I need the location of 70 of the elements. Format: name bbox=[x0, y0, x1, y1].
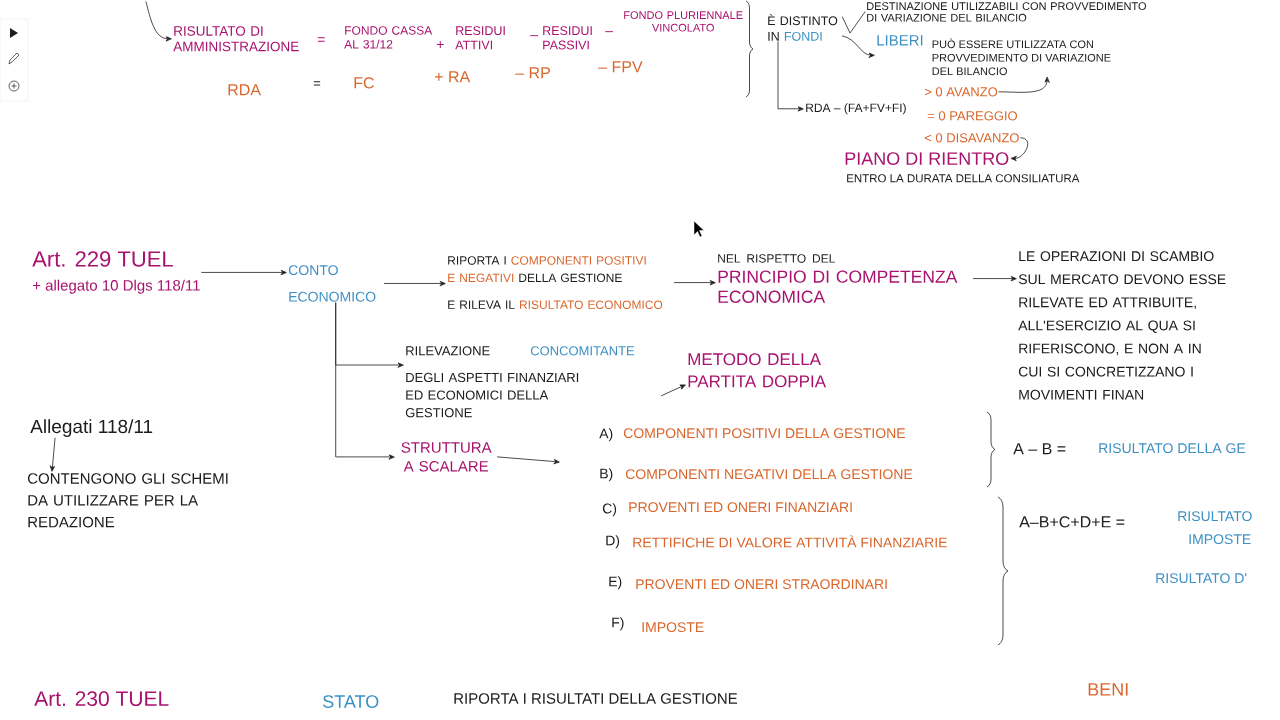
note-text: RILEVAZIONE CONCOMITANTE DEGLI ASPETTI FINANZIARI ED ECONOMICI DELLA GESTIONE bbox=[405, 346, 635, 418]
arrow bbox=[661, 384, 686, 397]
note-text: LE OPERAZIONI DI SCAMBIO SUL MERCATO DEVONO ESSE RILEVATE ED ATTRIBUITE, ALL'ESERCIZIO AL QUA SI RIFERISCONO, E NON A IN CUI SI CONCRETIZZANO I MOVIMENTI FINAN bbox=[1018, 251, 1226, 400]
formula-text: FONDO PLURIENNALE VINCOLATO bbox=[624, 11, 743, 32]
result-text: RISULTATO DELLA GE bbox=[1099, 443, 1246, 454]
arrow bbox=[1011, 137, 1029, 162]
outcome-text: = 0 PAREGGIO bbox=[927, 111, 1017, 121]
arrow bbox=[335, 302, 395, 460]
formula-text: FC bbox=[354, 77, 374, 89]
article-heading: Art. 229 TUEL + allegato 10 Dlgs 118/11 bbox=[32, 251, 200, 294]
formula-text: + RA bbox=[435, 71, 471, 83]
connector-line bbox=[842, 11, 866, 34]
operator-sign: – bbox=[605, 31, 613, 33]
list-item: COMPONENTI NEGATIVI DELLA GESTIONE bbox=[625, 469, 913, 480]
topic-label: CONTO ECONOMICO bbox=[288, 265, 376, 302]
arrow bbox=[201, 269, 287, 275]
heading-text: BENI bbox=[1088, 683, 1128, 696]
arrow bbox=[973, 276, 1017, 282]
list-letter: F) bbox=[612, 617, 624, 631]
note-text: LIBERI PUÒ ESSERE UTILIZZATA CON PROVVEDIMENTO DI VARIAZIONE DEL BILANCIO bbox=[877, 35, 1111, 76]
operator-sign: – bbox=[530, 35, 538, 37]
list-item: PROVENTI ED ONERI FINANZIARI bbox=[629, 502, 852, 513]
outcome-text: > 0 AVANZO bbox=[924, 87, 998, 97]
note-text: RIPORTA I RISULTATI DELLA GESTIONE bbox=[454, 693, 738, 704]
formula-text: A – B = bbox=[1013, 443, 1066, 455]
result-text: RISULTATO bbox=[1178, 511, 1252, 522]
formula-text: RESIDUI PASSIVI bbox=[543, 26, 592, 50]
formula-text: RESIDUI ATTIVI bbox=[455, 26, 505, 50]
note-text: RIPORTA I COMPONENTI POSITIVI E NEGATIVI DELLA GESTIONE E RILEVA IL RISULTATO ECONOMICO bbox=[448, 256, 663, 309]
formula-text: FONDO CASSA AL 31/12 bbox=[344, 26, 433, 49]
list-letter: E) bbox=[609, 576, 622, 590]
note-text: È DISTINTO IN FONDI bbox=[768, 14, 838, 41]
duration-note: ENTRO LA DURATA DELLA CONSILIATURA bbox=[847, 174, 1080, 183]
note-text: CONTENGONO GLI SCHEMI DA UTILIZZARE PER LA REDAZIONE bbox=[28, 473, 228, 528]
heading-text: Art. 230 TUEL bbox=[34, 691, 169, 707]
annex-heading: Allegati 118/11 bbox=[30, 419, 153, 437]
formula-text: RDA – (FA+FV+FI) bbox=[806, 103, 906, 115]
heading-text: STRUTTURA A SCALARE bbox=[401, 442, 492, 472]
heading-text: PIANO DI RIENTRO bbox=[845, 152, 1009, 165]
outcome-text: < 0 DISAVANZO bbox=[924, 133, 1019, 143]
formula-text: A–B+C+D+E = bbox=[1019, 516, 1125, 528]
arrow bbox=[145, 1, 172, 42]
arrow bbox=[998, 76, 1050, 93]
list-letter: C) bbox=[602, 503, 617, 517]
formula-text: – RP bbox=[515, 67, 550, 79]
list-item: COMPONENTI POSITIVI DELLA GESTIONE bbox=[623, 428, 905, 439]
operator-sign: = bbox=[313, 81, 321, 86]
formula-text: – FPV bbox=[598, 61, 643, 73]
result-text: RISULTATO D' bbox=[1156, 573, 1247, 584]
list-letter: B) bbox=[600, 468, 613, 482]
formula-text: RDA bbox=[228, 84, 261, 96]
arrow bbox=[497, 456, 560, 464]
operator-sign: = bbox=[317, 37, 325, 42]
arrow bbox=[842, 35, 875, 58]
heading-text: METODO DELLA PARTITA DOPPIA bbox=[688, 353, 827, 388]
list-letter: A) bbox=[599, 428, 613, 442]
note-text: DESTINAZIONE UTILIZZABILI CON PROVVEDIMENTO DI VARIAZIONE DEL BILANCIO bbox=[867, 2, 1146, 22]
arrow bbox=[384, 281, 446, 286]
result-text: IMPOSTE bbox=[1189, 534, 1251, 545]
list-letter: D) bbox=[606, 535, 620, 549]
arrow bbox=[777, 41, 804, 112]
list-item: IMPOSTE bbox=[642, 622, 704, 633]
arrow bbox=[674, 280, 716, 286]
list-item: PROVENTI ED ONERI STRAORDINARI bbox=[636, 579, 887, 590]
topic-label: STATO bbox=[323, 695, 379, 708]
list-item: RETTIFICHE DI VALORE ATTIVITÀ FINANZIARIE bbox=[633, 535, 947, 548]
term-label: RISULTATO DI AMMINISTRAZIONE bbox=[173, 26, 299, 52]
arrow bbox=[50, 437, 56, 472]
principle-text: NEL RISPETTO DEL PRINCIPIO DI COMPETENZA ECONOMICA bbox=[718, 254, 958, 303]
operator-sign: + bbox=[436, 41, 444, 49]
